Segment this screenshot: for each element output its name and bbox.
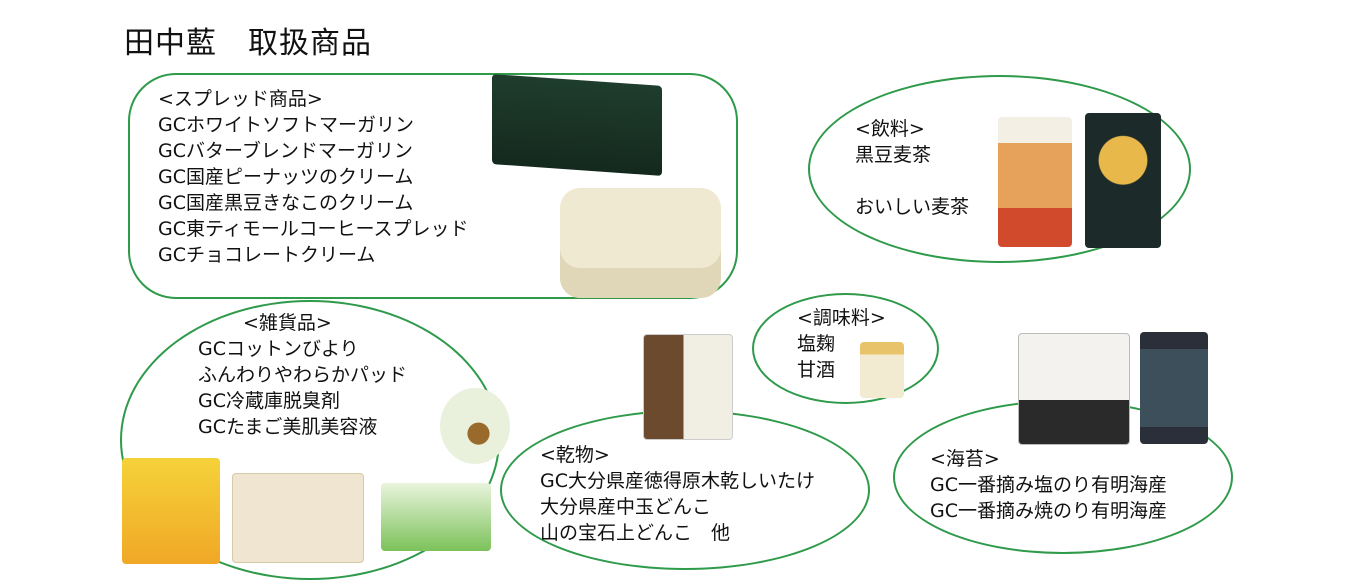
list-item: GCコットンびより bbox=[198, 338, 359, 360]
shio-koji-jar-image bbox=[860, 342, 904, 398]
seasoning-heading: <調味料> bbox=[797, 307, 886, 329]
drinks-frame bbox=[808, 75, 1191, 263]
list-item: GC東ティモールコーヒースプレッド bbox=[158, 218, 469, 240]
oishii-barley-tea-image bbox=[998, 117, 1072, 247]
list-item: ふんわりやわらかパッド bbox=[198, 364, 408, 386]
list-item: おいしい麦茶 bbox=[855, 196, 970, 218]
fridge-deodorizer-image bbox=[381, 483, 491, 551]
soft-pad-image bbox=[122, 458, 220, 564]
butter-blend-margarine-image bbox=[492, 74, 662, 176]
dried-heading: <乾物> bbox=[540, 444, 610, 466]
list-item: GC一番摘み焼のり有明海産 bbox=[930, 500, 1167, 522]
list-item: GCバターブレンドマーガリン bbox=[158, 140, 413, 162]
dried-list: <乾物> GC大分県産徳得原木乾しいたけ大分県産中玉どんこ山の宝石上どんこ 他 bbox=[540, 442, 815, 546]
dried-shiitake-image bbox=[643, 334, 733, 440]
list-item: GC国産ピーナッツのクリーム bbox=[158, 166, 414, 188]
list-item: 黒豆麦茶 bbox=[855, 144, 932, 166]
goods-list: <雑貨品> GCコットンびよりふんわりやわらかパッド GC冷蔵庫脱臭剤 GCたまご美肌… bbox=[198, 310, 407, 440]
list-item: GC国産黒豆きなこのクリーム bbox=[158, 192, 414, 214]
white-soft-margarine-image bbox=[560, 188, 721, 298]
drinks-heading: <飲料> bbox=[855, 118, 925, 140]
list-item: GC大分県産徳得原木乾しいたけ bbox=[540, 470, 815, 492]
spread-frame bbox=[128, 73, 738, 299]
list-item: 塩麹 bbox=[797, 333, 836, 355]
list-item: GC一番摘み塩のり有明海産 bbox=[930, 474, 1167, 496]
list-item: GCホワイトソフトマーガリン bbox=[158, 114, 414, 136]
drinks-list: <飲料> 黒豆麦茶おいしい麦茶 bbox=[855, 116, 969, 220]
list-item: 甘酒 bbox=[797, 359, 836, 381]
list-item: GCたまご美肌美容液 bbox=[198, 416, 378, 438]
list-item: 山の宝石上どんこ 他 bbox=[540, 522, 731, 544]
list-item: GCチョコレートクリーム bbox=[158, 244, 376, 266]
spread-heading: <スプレッド商品> bbox=[158, 88, 323, 110]
nori-heading: <海苔> bbox=[930, 448, 1000, 470]
seasoning-frame bbox=[752, 293, 939, 404]
shio-nori-tube-image bbox=[1140, 332, 1208, 444]
page-title: 田中藍 取扱商品 bbox=[124, 26, 372, 61]
black-bean-barley-tea-image bbox=[1085, 113, 1161, 248]
yaki-nori-package-image bbox=[1018, 333, 1130, 445]
list-item: 大分県産中玉どんこ bbox=[540, 496, 712, 518]
beauty-serum-image bbox=[440, 388, 510, 464]
cotton-biyori-image bbox=[232, 473, 364, 563]
list-item: GC冷蔵庫脱臭剤 bbox=[198, 390, 340, 412]
spread-list: <スプレッド商品> GCホワイトソフトマーガリン GCバターブレンドマーガリン GC国… bbox=[158, 86, 469, 268]
seasoning-list: <調味料> 塩麹甘酒 bbox=[797, 305, 886, 383]
nori-list: <海苔> GC一番摘み塩のり有明海産 GC一番摘み焼のり有明海産 bbox=[930, 446, 1167, 524]
goods-heading: <雑貨品> bbox=[243, 312, 332, 334]
